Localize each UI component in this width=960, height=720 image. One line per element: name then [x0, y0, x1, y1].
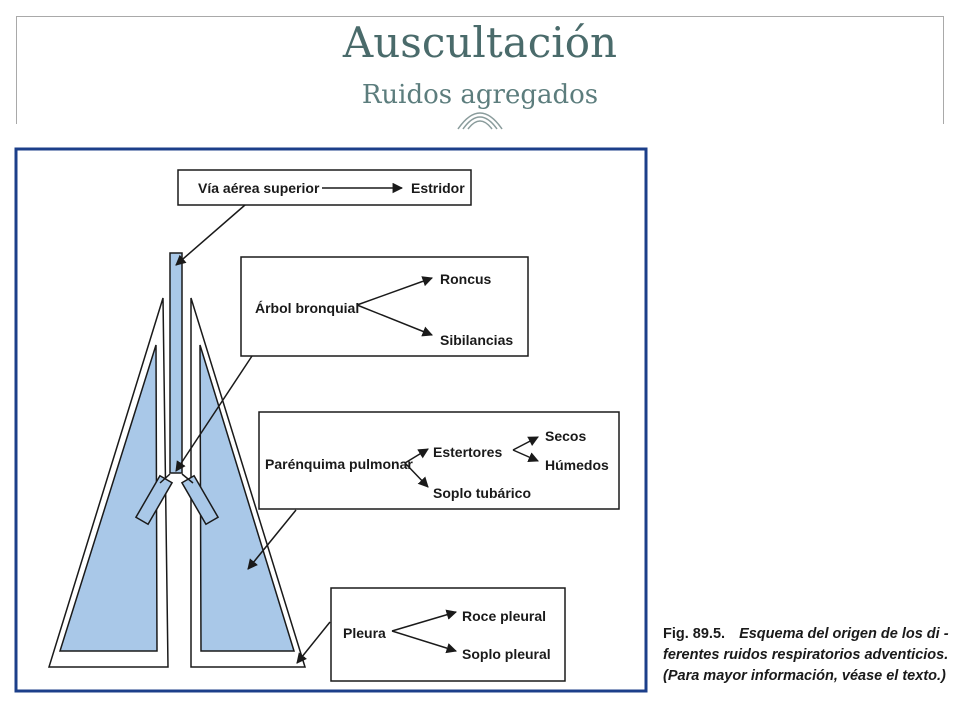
bronchial-tree-label: Árbol bronquial [255, 300, 359, 316]
soplo-pleural-label: Soplo pleural [462, 646, 551, 662]
bronchial-tree-pointer [175, 355, 253, 472]
estertores-label: Estertores [433, 444, 502, 460]
upper-airway-label: Vía aérea superior [198, 180, 320, 196]
title-ornament-icon [457, 112, 503, 130]
soplo-tubarico-label: Soplo tubárico [433, 485, 531, 501]
pleura-box: Pleura Roce pleural Soplo pleural [330, 587, 566, 682]
sibilancias-label: Sibilancias [440, 332, 513, 348]
upper-airway-box: Vía aérea superior Estridor [177, 169, 472, 206]
left-bronchus [134, 474, 174, 526]
caption-line-2: ferentes ruidos respiratorios adventicio… [663, 647, 949, 663]
bronchial-tree-box: Árbol bronquial Roncus Sibilancias [240, 256, 529, 357]
caption-text-1: Esquema del origen de los di - [739, 626, 949, 642]
upper-airway-pointer [175, 204, 246, 266]
figure-caption: Fig. 89.5. Esquema del origen de los di -… [663, 624, 953, 687]
slide-title: Auscultación [342, 18, 618, 67]
right-lung [190, 297, 307, 668]
parenchyma-pointer [247, 509, 297, 570]
slide-subtitle: Ruidos agregados [361, 80, 599, 110]
parenchyma-box: Parénquima pulmonar Estertores Secos Húm… [258, 411, 620, 510]
title-frame [16, 16, 944, 124]
roncus-label: Roncus [440, 271, 492, 287]
secos-label: Secos [545, 428, 586, 444]
humedos-label: Húmedos [545, 457, 609, 473]
figure-number: Fig. 89.5. [663, 626, 726, 642]
trachea [169, 252, 183, 474]
caption-line-3: (Para mayor información, véase el texto.… [663, 668, 946, 684]
caption-line-1: Fig. 89.5. Esquema del origen de los di - [663, 624, 953, 645]
pleura-label: Pleura [343, 625, 386, 641]
roce-pleural-label: Roce pleural [462, 608, 546, 624]
stridor-label: Estridor [411, 180, 465, 196]
parenchyma-label: Parénquima pulmonar [265, 456, 413, 472]
pleura-pointer [296, 621, 331, 664]
